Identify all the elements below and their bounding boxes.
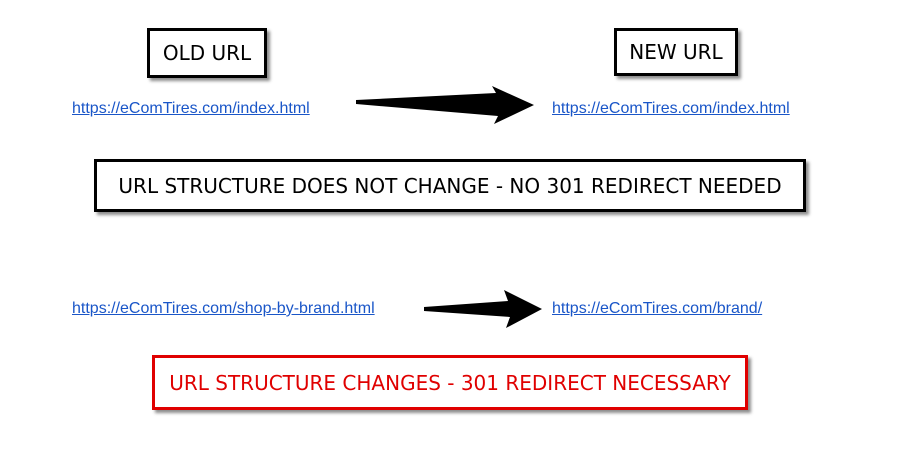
- old-url-label: OLD URL: [162, 41, 252, 65]
- old-url-label-box: OLD URL: [147, 28, 267, 78]
- new-url-label: NEW URL: [629, 40, 723, 64]
- old-url-link-1[interactable]: https://eComTires.com/index.html: [72, 100, 310, 117]
- no-redirect-message-box: URL STRUCTURE DOES NOT CHANGE - NO 301 R…: [94, 159, 806, 212]
- new-url-link-1[interactable]: https://eComTires.com/index.html: [552, 100, 790, 117]
- new-url-label-box: NEW URL: [614, 28, 738, 76]
- redirect-necessary-message-box: URL STRUCTURE CHANGES - 301 REDIRECT NEC…: [152, 355, 748, 410]
- redirect-necessary-message: URL STRUCTURE CHANGES - 301 REDIRECT NEC…: [169, 370, 731, 395]
- old-url-link-2[interactable]: https://eComTires.com/shop-by-brand.html: [72, 300, 375, 317]
- new-url-link-2[interactable]: https://eComTires.com/brand/: [552, 300, 763, 317]
- right-arrow-icon: [356, 86, 534, 124]
- right-arrow-icon: [424, 290, 542, 328]
- no-redirect-message: URL STRUCTURE DOES NOT CHANGE - NO 301 R…: [118, 173, 782, 198]
